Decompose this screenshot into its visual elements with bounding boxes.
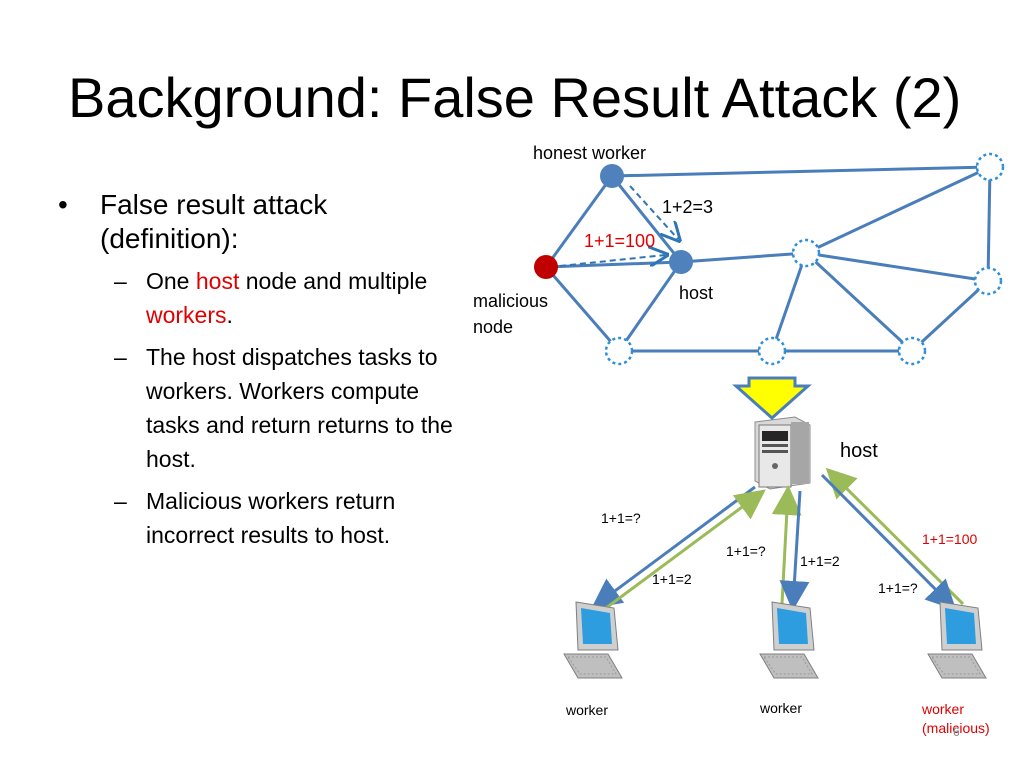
sub-bullet-text: Malicious workers return incorrect resul… <box>146 488 396 548</box>
false-equation-label: 1+1=100 <box>584 231 656 251</box>
dash-icon: – <box>114 268 127 294</box>
request-arrow-worker1 <box>591 485 756 609</box>
dash-icon: – <box>114 344 127 370</box>
worker-label: worker <box>760 700 803 716</box>
sub-bullet-text: The host dispatches tasks to workers. Wo… <box>146 344 453 472</box>
false-response-label-worker3: 1+1=100 <box>922 531 978 547</box>
sub-bullet-host-workers: – One host node and multiple workers. <box>58 264 476 332</box>
sub-bullet-dispatch: – The host dispatches tasks to workers. … <box>58 340 476 476</box>
worker-label: worker <box>566 702 609 718</box>
host-highlight: host <box>195 268 240 294</box>
bullet-dot-icon: • <box>58 189 68 220</box>
request-label-worker2: 1+1=? <box>726 543 766 559</box>
network-edges <box>544 165 992 353</box>
bullet-list: • False result attack (definition): – On… <box>58 188 453 560</box>
sub-bullet-text: One <box>146 268 196 294</box>
page-number: 6 <box>953 725 960 739</box>
malicious-node <box>534 255 558 279</box>
request-label-worker1: 1+1=? <box>601 510 641 526</box>
response-label-worker1: 1+1=2 <box>652 571 692 587</box>
host-node <box>669 250 693 274</box>
malicious-node-label: node <box>473 317 514 337</box>
response-arrow-worker2 <box>771 485 802 605</box>
workers-highlight: workers <box>146 302 227 328</box>
idle-nodes <box>604 152 1005 366</box>
worker-computer-icon <box>759 601 819 679</box>
response-label-worker2: 1+1=2 <box>800 553 840 569</box>
worker-computer-icon <box>563 601 623 679</box>
malicious-worker-label: (malicious) <box>922 720 990 736</box>
dash-icon: – <box>114 488 127 514</box>
request-arrow-worker2 <box>779 490 810 611</box>
honest-worker-node <box>600 164 624 188</box>
host-server-label: host <box>840 440 878 462</box>
slide-title: Background: False Result Attack (2) <box>68 66 962 129</box>
server-icon <box>754 416 811 490</box>
request-arrow-worker3 <box>820 473 957 611</box>
request-label-worker3: 1+1=? <box>878 580 918 596</box>
bullet-main-text: False result attack (definition): <box>100 189 328 254</box>
sub-bullet-text: node and multiple <box>239 268 428 294</box>
response-arrow-worker1 <box>601 489 766 613</box>
honest-result-arrow <box>629 185 678 239</box>
malicious-worker-label: worker <box>922 701 965 717</box>
honest-worker-label: honest worker <box>533 143 647 163</box>
transition-arrow-icon <box>732 376 812 421</box>
false-result-arrow <box>559 255 665 267</box>
sub-bullet-malicious: – Malicious workers return incorrect res… <box>58 484 476 552</box>
malicious-node-label: malicious <box>473 291 549 311</box>
bullet-main: • False result attack (definition): <box>58 188 438 256</box>
sub-bullet-text: . <box>226 302 233 328</box>
honest-equation-label: 1+2=3 <box>662 197 714 217</box>
host-node-label: host <box>679 283 714 303</box>
malicious-worker-computer-icon <box>927 601 987 679</box>
